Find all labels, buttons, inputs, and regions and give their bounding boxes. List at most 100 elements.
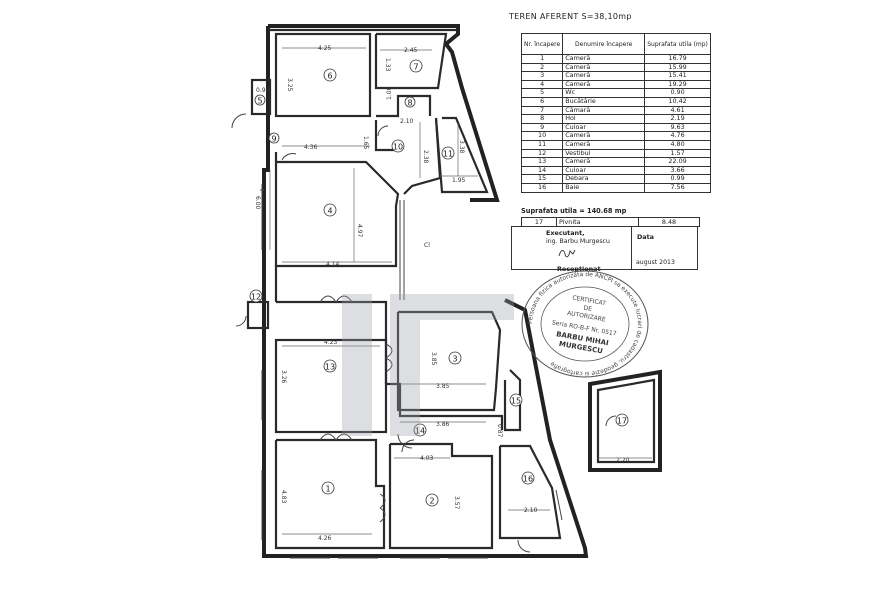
cell-name: Cameră — [562, 157, 646, 167]
doors — [231, 113, 531, 553]
dim-r8-w: 2.10 — [400, 118, 414, 125]
room-17-marker — [615, 413, 629, 427]
dim-r4-h: 4.97 — [356, 224, 363, 238]
col-name: Denumire încapere — [562, 33, 646, 55]
cell-nr: 8 — [520, 114, 564, 124]
cell-name: Bucătărie — [562, 96, 646, 107]
dim-r14-h: 0.87 — [496, 424, 503, 438]
dim-left-h: 6.00 — [254, 196, 261, 210]
room-1-label: 1 — [325, 485, 330, 494]
cell-nr: 11 — [520, 139, 564, 150]
date-value: august 2013 — [636, 259, 675, 266]
dim-r3-h: 3.85 — [430, 352, 437, 366]
interior-walls — [246, 32, 562, 550]
room-8-marker — [404, 96, 416, 108]
signature-divider — [631, 227, 632, 269]
room-5-label: 5 — [257, 97, 262, 106]
room-9-label: 9 — [271, 135, 276, 144]
cell-nr: 3 — [520, 71, 564, 81]
room-14-marker — [413, 423, 427, 437]
dim-r7-h: 1.33 — [384, 58, 391, 72]
cell-area: 22.09 — [644, 157, 711, 167]
room-8-label: 8 — [407, 99, 412, 108]
cell-area: 16.79 — [644, 54, 711, 64]
cell-nr: 6 — [520, 96, 564, 107]
room-6-label: 6 — [327, 72, 332, 81]
dim-r14-w: 3.86 — [436, 421, 450, 428]
room-14-label: 14 — [415, 427, 425, 436]
dim-r13-h: 3.26 — [280, 370, 287, 384]
room-13-marker — [323, 359, 337, 373]
cell-name: Baie — [562, 182, 646, 193]
dim-r13-w: 4.23 — [324, 339, 338, 346]
cell-area: 10.42 — [644, 96, 711, 107]
executant-label: Executant, — [546, 229, 585, 237]
dim-r8-h: 1.00 — [386, 86, 393, 100]
cl-label: Cl — [424, 242, 430, 249]
cell-area: 4.80 — [644, 139, 711, 150]
room-15-marker — [509, 393, 523, 407]
room-4-label: 4 — [327, 207, 332, 216]
room-1-marker — [321, 481, 335, 495]
cell-nr: 16 — [520, 182, 564, 193]
room-13-label: 13 — [325, 363, 335, 372]
dim-r5-w: 0.96 — [256, 87, 270, 94]
room-3-marker — [448, 351, 462, 365]
room-17-label: 17 — [617, 417, 627, 426]
room-5-marker — [254, 94, 266, 106]
dim-r1-h: 4.83 — [280, 490, 287, 504]
dim-r11-w: 1.95 — [452, 177, 466, 184]
cell-nr: 13 — [520, 157, 564, 167]
dimension-labels: 4.25 3.25 2.45 1.33 0.96 1.00 2.10 1.65 … — [254, 45, 630, 542]
cell-area: 2.19 — [644, 114, 711, 124]
col-nr: Nr. încapere — [520, 33, 564, 55]
table-header-row: Nr. încapere Denumire încapere Suprafata… — [520, 33, 711, 55]
rooms-table: Nr. încapere Denumire încapere Suprafata… — [520, 33, 711, 193]
authorization-stamp: Persoana fizica autorizata de ANCPI sa e… — [521, 270, 649, 378]
room-2-label: 2 — [429, 497, 434, 506]
signature-scribble — [558, 249, 576, 258]
dim-r6-h: 3.25 — [286, 78, 293, 92]
total-area: Suprafata utila = 140.68 mp — [521, 207, 627, 215]
cell-name: Hol — [562, 114, 646, 124]
room-12-marker — [249, 289, 263, 303]
room-16-label: 16 — [523, 475, 533, 484]
room-6-marker — [323, 68, 337, 82]
dim-r7-w: 2.45 — [404, 47, 418, 54]
room-4-marker — [323, 203, 337, 217]
room-numbers: 1 2 3 4 5 6 7 8 9 10 11 12 13 14 15 16 1… — [249, 59, 629, 507]
windows — [260, 184, 563, 559]
room-15-label: 15 — [511, 397, 521, 406]
cell-nr: 1 — [520, 54, 564, 64]
dim-r4-top: 4.36 — [304, 144, 318, 151]
date-label: Data — [637, 233, 654, 241]
room-10-label: 10 — [393, 143, 403, 152]
dim-r11-h: 3.38 — [458, 140, 465, 154]
cell-name: Cameră — [562, 54, 646, 64]
dim-r17-w: 2.20 — [616, 457, 630, 464]
cell-name: Cameră — [562, 79, 646, 90]
cell-area: 15.41 — [644, 71, 711, 81]
room-9-marker — [268, 132, 280, 144]
dim-r2-h: 3.57 — [453, 496, 460, 510]
cell-area: 7.56 — [644, 182, 711, 193]
dim-r10-w: 2.38 — [422, 150, 429, 164]
dim-r6-w: 4.25 — [318, 45, 332, 52]
outer-walls — [262, 24, 589, 558]
terrain-title: TEREN AFERENT S=38,10mp — [509, 12, 632, 21]
room-2-marker — [425, 493, 439, 507]
dim-r2-w: 4.03 — [420, 455, 434, 462]
cell-name: Cameră — [562, 71, 646, 81]
col-area: Suprafata utila (mp) — [644, 33, 711, 55]
dim-r1-w: 4.26 — [318, 535, 332, 542]
room-11-marker — [441, 146, 455, 160]
room-7-label: 7 — [413, 63, 418, 72]
stamp-line-de: DE — [583, 305, 593, 313]
room-7-marker — [409, 59, 423, 73]
